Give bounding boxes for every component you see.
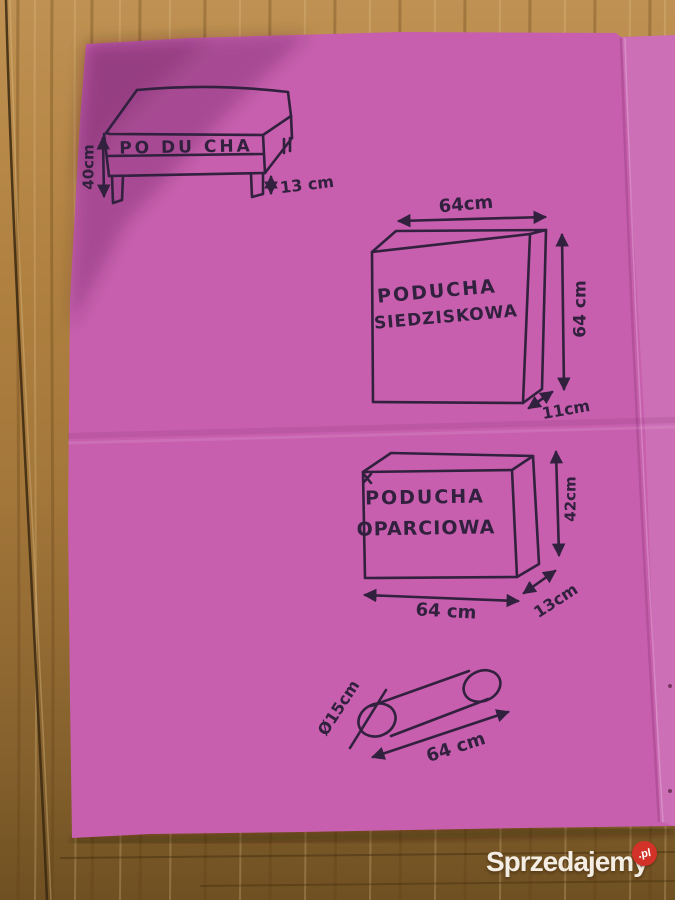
- back-height-arrow: [549, 449, 566, 558]
- roller-cushion-sketch: [348, 668, 510, 760]
- roller-diameter-line: [348, 688, 388, 750]
- back-width-label: 64 cm: [415, 599, 477, 624]
- back-depth-arrow: [522, 569, 557, 595]
- right-fold-panel: [622, 35, 675, 826]
- bench-sketch: [96, 85, 294, 205]
- watermark-brand: Sprzedajemy: [486, 846, 649, 877]
- bench-height-label: 40cm: [79, 144, 98, 190]
- plank-seam: [4, 0, 49, 900]
- horizontal-crease: [67, 417, 675, 439]
- seat-height-arrow: [555, 232, 571, 392]
- seat-depth-arrow: [527, 390, 554, 410]
- paper-cast-shadow: [71, 826, 675, 846]
- back-width-arrow: [362, 588, 521, 608]
- ink-dot: [668, 789, 672, 793]
- seat-cushion-sketch: [370, 210, 571, 410]
- back-title-line2: OPARCIOWA: [356, 516, 496, 541]
- ink-dot: [668, 684, 672, 688]
- vertical-crease: [619, 37, 661, 823]
- watermark: Sprzedajemy .pl: [486, 839, 659, 878]
- back-title-line1: PODUCHA: [364, 485, 486, 510]
- back-cushion-sketch: [361, 449, 566, 608]
- bench-title: PO DU CHA: [119, 136, 253, 159]
- seat-width-arrow: [396, 210, 548, 228]
- watermark-suffix: .pl: [637, 846, 652, 861]
- bench-height-arrow: [96, 135, 111, 199]
- back-height-label: 42cm: [561, 476, 580, 522]
- seat-height-label: 64 cm: [570, 280, 591, 338]
- seat-width-label: 64cm: [437, 191, 495, 218]
- roller-length-arrow: [371, 709, 510, 760]
